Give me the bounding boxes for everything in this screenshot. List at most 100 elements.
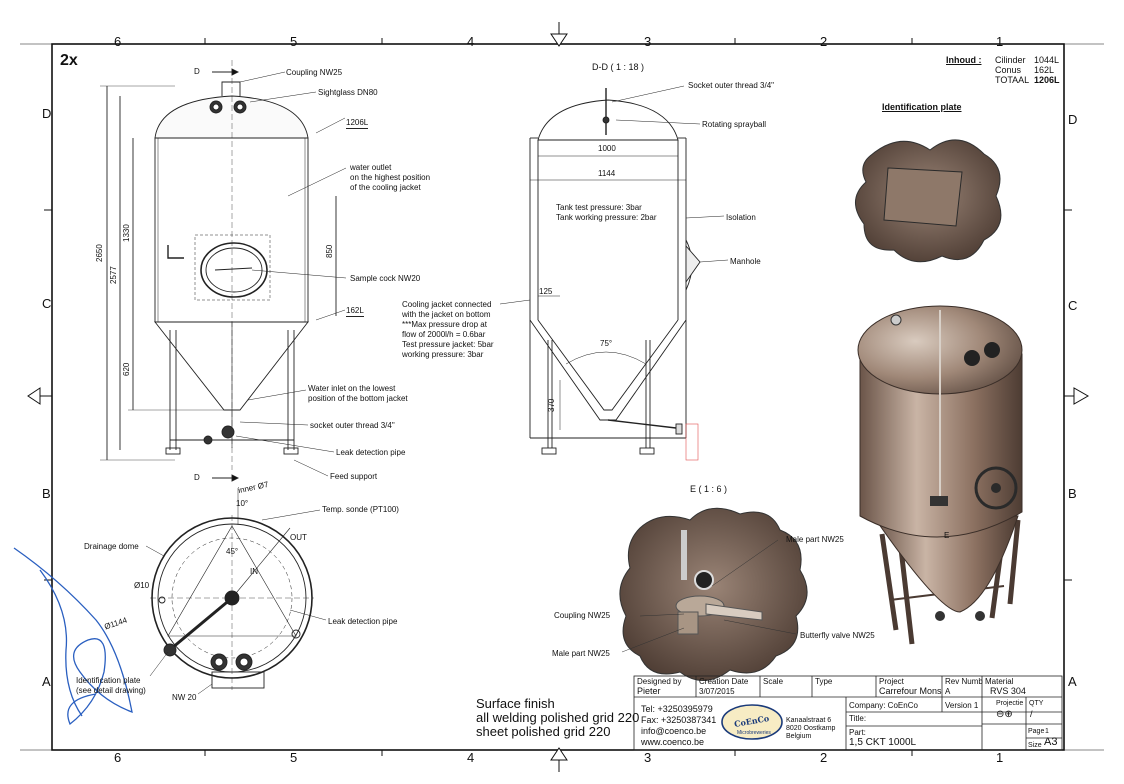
tb-qty: / bbox=[1030, 709, 1033, 719]
grid-col-2-top: 2 bbox=[820, 34, 828, 49]
tb-creation-date: 3/07/2015 bbox=[699, 687, 735, 696]
contents-label-cone: Conus bbox=[995, 65, 1022, 75]
tb-address-3: Belgium bbox=[786, 733, 812, 740]
label-volume-total: 1206L bbox=[346, 118, 369, 129]
grid-col-1-top: 1 bbox=[996, 34, 1004, 49]
grid-row-a-right: A bbox=[1068, 674, 1077, 689]
label-leak-detection-top: Leak detection pipe bbox=[328, 617, 398, 626]
label-coupling-detail: Coupling NW25 bbox=[554, 611, 611, 620]
tb-material-label: Material bbox=[985, 677, 1014, 686]
tb-rev: A bbox=[945, 687, 951, 696]
dim-1144: 1144 bbox=[598, 169, 616, 178]
contents-label-total: TOTAAL bbox=[995, 75, 1030, 85]
grid-row-d-left: D bbox=[42, 106, 52, 121]
tb-size: A3 bbox=[1044, 736, 1058, 748]
label-leak-detection-front: Leak detection pipe bbox=[336, 448, 406, 457]
tb-designed-by: Pieter bbox=[637, 686, 661, 696]
label-butterfly-valve: Butterfly valve NW25 bbox=[800, 631, 875, 640]
section-marker-bottom: D bbox=[194, 473, 200, 482]
dim-620: 620 bbox=[122, 362, 131, 376]
dim-diameter-10: Ø10 bbox=[134, 581, 150, 590]
grid-col-5-bottom: 5 bbox=[290, 750, 298, 765]
tb-type-label: Type bbox=[815, 677, 833, 686]
tb-logo-sub: Microbreweries bbox=[737, 730, 771, 736]
label-cooling-jacket-note: Cooling jacket connected with the jacket… bbox=[402, 300, 494, 359]
contents-value-cylinder: 1044L bbox=[1034, 55, 1060, 65]
grid-col-1-bottom: 1 bbox=[996, 750, 1004, 765]
dim-2577: 2577 bbox=[109, 266, 118, 284]
tb-fax: Fax: +3250387341 bbox=[641, 715, 717, 725]
tb-part: 1,5 CKT 1000L bbox=[849, 737, 917, 748]
label-male-part-top: Male part NW25 bbox=[786, 535, 844, 544]
tb-projection-label: Projectie bbox=[996, 700, 1024, 707]
grid-col-3-bottom: 3 bbox=[644, 750, 652, 765]
iso-marker-e: E bbox=[944, 531, 950, 540]
tb-qty-label: QTY bbox=[1029, 700, 1044, 707]
detail-e bbox=[619, 507, 808, 681]
label-test-pressure: Tank test pressure: 3bar bbox=[556, 203, 642, 212]
grid-row-d-right: D bbox=[1068, 112, 1078, 127]
label-socket-outer-section: Socket outer thread 3/4" bbox=[688, 81, 775, 90]
grid-col-5-top: 5 bbox=[290, 34, 298, 49]
label-working-pressure: Tank working pressure: 2bar bbox=[556, 213, 657, 222]
grid-row-c-right: C bbox=[1068, 298, 1078, 313]
dim-1000: 1000 bbox=[598, 144, 616, 153]
top-view bbox=[145, 488, 327, 695]
grid-col-4-bottom: 4 bbox=[467, 750, 475, 765]
tb-web: www.coenco.be bbox=[641, 737, 705, 747]
grid-col-3-top: 3 bbox=[644, 34, 652, 49]
grid-col-6-top: 6 bbox=[114, 34, 122, 49]
identification-plate-title: Identification plate bbox=[882, 102, 962, 112]
contents-value-total: 1206L bbox=[1034, 75, 1060, 85]
projection-symbol-icon: ⊖⊕ bbox=[996, 709, 1013, 720]
iso-view bbox=[857, 305, 1023, 645]
tb-scale-label: Scale bbox=[763, 677, 784, 686]
tb-project: Carrefour Mons bbox=[879, 686, 942, 696]
dim-370: 370 bbox=[547, 398, 556, 412]
tb-material: RVS 304 bbox=[990, 686, 1026, 696]
dim-45-degrees: 45° bbox=[226, 547, 239, 556]
label-sightglass: Sightglass DN80 bbox=[318, 88, 378, 97]
label-nw20: NW 20 bbox=[172, 693, 197, 702]
section-marker-top: D bbox=[194, 67, 200, 76]
grid-col-2-bottom: 2 bbox=[820, 750, 828, 765]
grid-row-b-left: B bbox=[42, 486, 51, 501]
tb-version: Version 1 bbox=[945, 701, 979, 710]
grid-row-a-left: A bbox=[42, 674, 51, 689]
title-block-grid bbox=[633, 675, 1063, 751]
tb-creation-date-label: Creation Date bbox=[699, 677, 749, 686]
tb-size-label: Size bbox=[1028, 742, 1042, 749]
dim-1330: 1330 bbox=[122, 224, 131, 242]
id-plate-view bbox=[855, 139, 1002, 263]
label-sample-cock: Sample cock NW20 bbox=[350, 274, 421, 283]
label-isolation: Isolation bbox=[726, 213, 756, 222]
label-out: OUT bbox=[290, 533, 307, 542]
label-volume-cone: 162L bbox=[346, 306, 364, 317]
grid-row-b-right: B bbox=[1068, 486, 1077, 501]
contents-value-cone: 162L bbox=[1034, 65, 1055, 75]
surface-finish-welding: all welding polished grid 220 bbox=[476, 710, 640, 725]
label-feed-support: Feed support bbox=[330, 472, 378, 481]
tb-address-2: 8020 Oostkamp bbox=[786, 725, 836, 732]
tb-designed-by-label: Designed by bbox=[637, 677, 682, 686]
surface-finish-sheet: sheet polished grid 220 bbox=[476, 724, 611, 739]
tb-title-label: Title: bbox=[849, 714, 867, 723]
label-sprayball: Rotating sprayball bbox=[702, 120, 767, 129]
tb-page: 1 bbox=[1045, 728, 1049, 735]
coenco-logo bbox=[721, 704, 783, 740]
contents-heading: Inhoud : bbox=[946, 55, 982, 65]
tb-part-label: Part: bbox=[849, 728, 866, 737]
grid-row-c-left: C bbox=[42, 296, 52, 311]
label-water-inlet: Water inlet on the lowest position of th… bbox=[308, 384, 408, 403]
contents-label-cylinder: Cilinder bbox=[995, 55, 1026, 65]
signature-scribble bbox=[13, 547, 133, 726]
dim-125: 125 bbox=[539, 287, 553, 296]
grid-col-4-top: 4 bbox=[467, 34, 475, 49]
label-drainage-dome: Drainage dome bbox=[84, 542, 139, 551]
label-coupling: Coupling NW25 bbox=[286, 68, 343, 77]
section-title: D-D ( 1 : 18 ) bbox=[592, 62, 645, 72]
label-male-part-bottom: Male part NW25 bbox=[552, 649, 610, 658]
dim-75-degrees: 75° bbox=[600, 339, 613, 348]
